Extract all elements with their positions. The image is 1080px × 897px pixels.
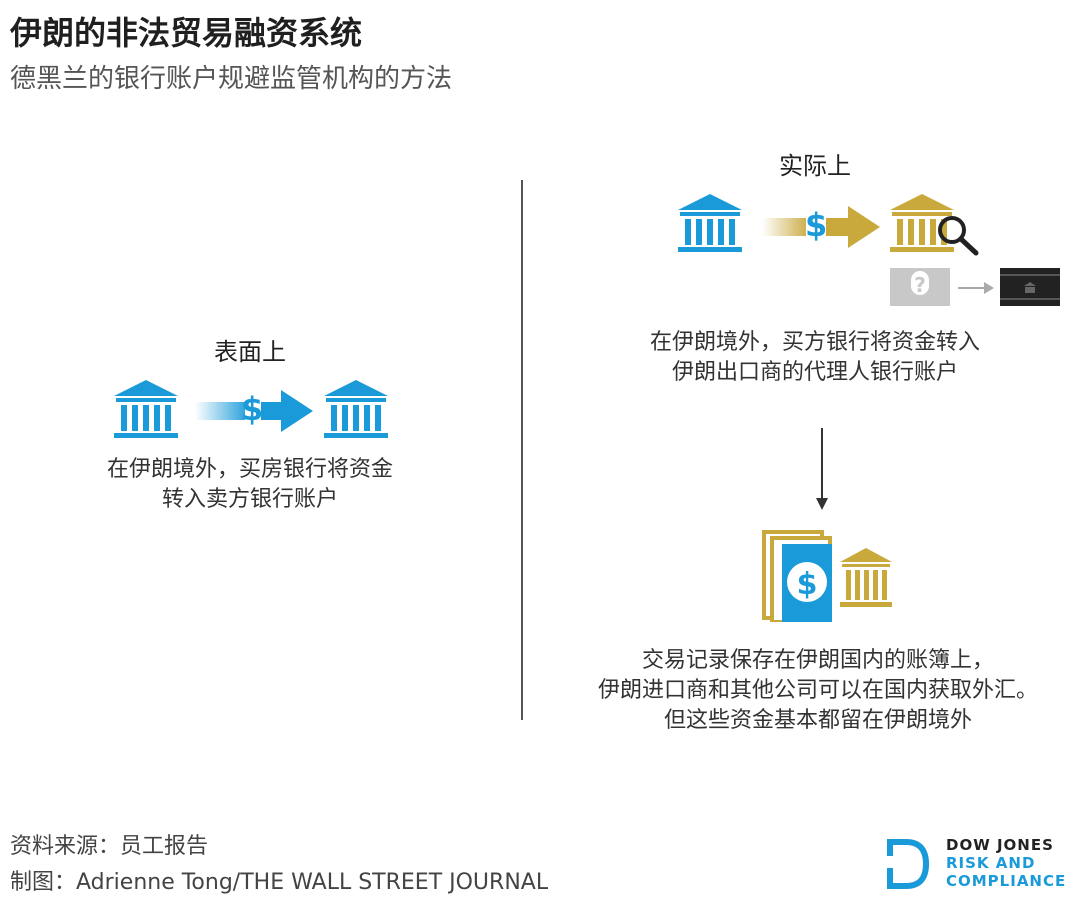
step2-line3: 但这些资金基本都留在伊朗境外 bbox=[663, 708, 972, 733]
dollar-sign: $ bbox=[241, 390, 264, 428]
logo-line1: DOW JONES bbox=[946, 836, 1054, 854]
dollar-sign: $ bbox=[805, 206, 828, 244]
bank-icon bbox=[678, 194, 742, 252]
right-step2-description: 交易记录保存在伊朗国内的账簿上， 伊朗进口商和其他公司可以在国内获取外汇。 但这… bbox=[538, 646, 1080, 736]
bank-icon bbox=[324, 380, 388, 438]
center-divider bbox=[521, 180, 523, 720]
question-mark: ? bbox=[914, 273, 926, 297]
svg-text:$: $ bbox=[797, 567, 818, 602]
logo-line3: COMPLIANCE bbox=[946, 872, 1067, 890]
step1-line1: 在伊朗境外，买方银行将资金转入 bbox=[649, 330, 980, 355]
left-desc-line2: 转入卖方银行账户 bbox=[161, 487, 338, 512]
dollar-arrow-icon bbox=[762, 206, 880, 248]
source-note: 资料来源：员工报告 bbox=[10, 834, 209, 859]
logo-line2: RISK AND bbox=[946, 854, 1036, 872]
bank-icon bbox=[890, 194, 954, 252]
step1-line2: 伊朗出口商的代理人银行账户 bbox=[671, 360, 958, 385]
left-heading: 表面上 bbox=[214, 338, 286, 366]
step2-line2: 伊朗进口商和其他公司可以在国内获取外汇。 bbox=[597, 678, 1038, 703]
ledger-icon: $ bbox=[762, 530, 892, 622]
question-box-icon: ? bbox=[890, 268, 950, 306]
page-title: 伊朗的非法贸易融资系统 bbox=[10, 14, 363, 52]
bank-icon bbox=[114, 380, 178, 438]
right-heading: 实际上 bbox=[779, 152, 851, 180]
credit-note: 制图：Adrienne Tong/THE WALL STREET JOURNAL bbox=[10, 870, 549, 895]
page-subtitle: 德黑兰的银行账户规避监管机构的方法 bbox=[10, 64, 453, 94]
right-step1-description: 在伊朗境外，买方银行将资金转入 伊朗出口商的代理人银行账户 bbox=[600, 328, 1030, 388]
down-arrow-icon bbox=[816, 428, 828, 510]
bank-box-icon bbox=[1000, 268, 1060, 306]
dow-jones-logo-icon bbox=[887, 839, 930, 889]
dollar-arrow-icon bbox=[195, 390, 313, 432]
magnifier-icon bbox=[938, 216, 979, 256]
arrow-right-icon bbox=[958, 282, 994, 294]
step2-line1: 交易记录保存在伊朗国内的账簿上， bbox=[641, 648, 994, 673]
left-desc-line1: 在伊朗境外，买房银行将资金 bbox=[106, 457, 393, 482]
left-description: 在伊朗境外，买房银行将资金 转入卖方银行账户 bbox=[60, 455, 440, 515]
